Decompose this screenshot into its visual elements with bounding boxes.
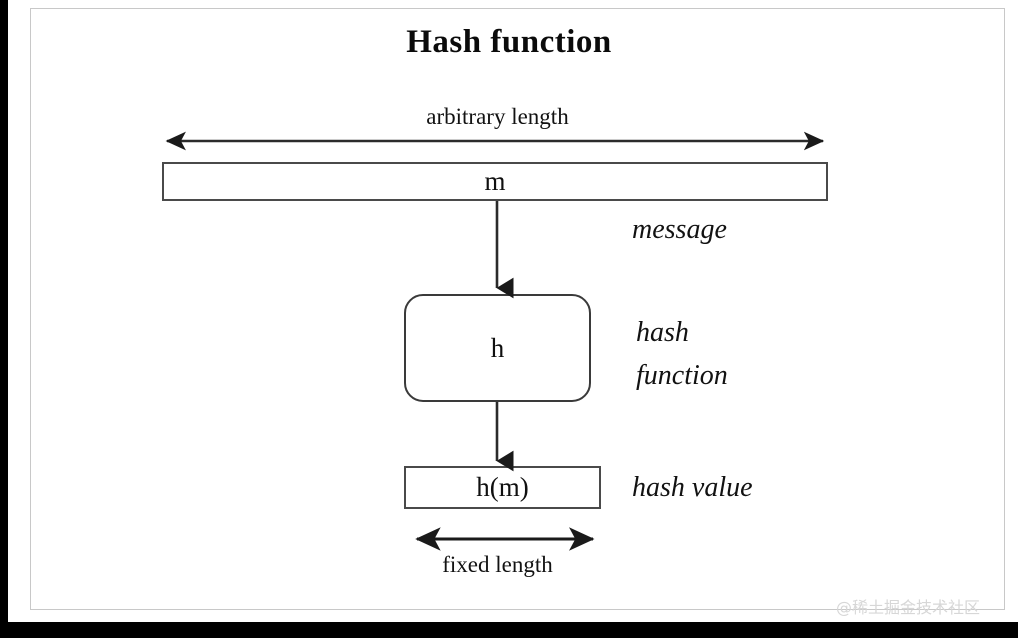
message-label: message — [632, 214, 727, 245]
fixed-length-label: fixed length — [442, 552, 553, 577]
hash-function-label-line2: function — [636, 360, 728, 391]
hash-value-label: hash value — [632, 472, 753, 503]
hash-value-box: h(m) — [404, 466, 601, 509]
hash-value-box-text: h(m) — [476, 472, 529, 502]
message-box-text: m — [484, 166, 506, 196]
watermark: @稀土掘金技术社区 — [836, 598, 981, 617]
hash-function-box: h — [404, 294, 591, 402]
hash-function-box-text: h — [490, 333, 505, 363]
arbitrary-length-label: arbitrary length — [426, 104, 569, 129]
hash-function-label: hash function — [636, 311, 728, 397]
message-box: m — [162, 162, 828, 201]
hash-function-label-line1: hash — [636, 317, 689, 348]
page-title: Hash function — [406, 24, 612, 60]
